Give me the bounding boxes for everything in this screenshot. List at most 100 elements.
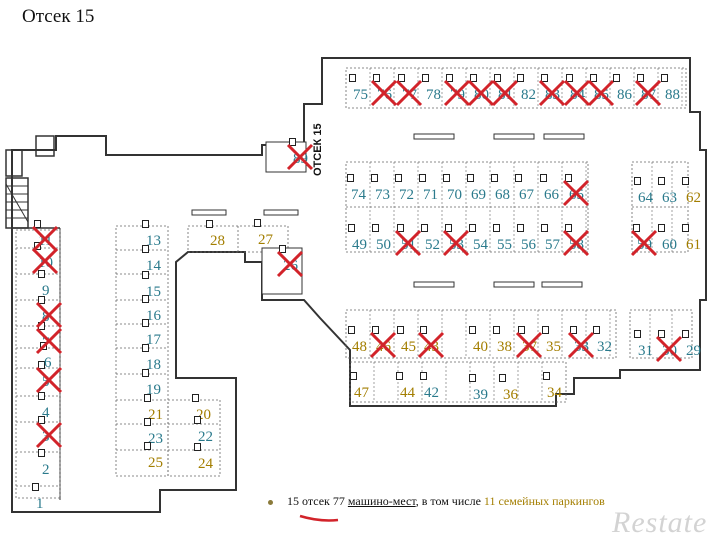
parking-spot-3: 3 [35, 416, 63, 449]
car-marker-icon [565, 224, 572, 232]
parking-spot-60: 60 [658, 224, 677, 253]
car-marker-icon [658, 224, 665, 232]
parking-spot-64: 64 [634, 177, 653, 206]
car-marker-icon [38, 270, 45, 278]
car-marker-icon [38, 296, 45, 304]
car-marker-icon [593, 326, 600, 334]
car-marker-icon [445, 224, 452, 232]
sold-cross-icon [563, 79, 591, 107]
spot-number: 62 [686, 190, 701, 206]
car-marker-icon [658, 330, 665, 338]
parking-spot-68: 68 [491, 174, 510, 203]
car-marker-icon [443, 174, 450, 182]
car-marker-icon [32, 483, 39, 491]
car-marker-icon [541, 74, 548, 82]
car-marker-icon [348, 224, 355, 232]
parking-spot-79: 79 [443, 74, 471, 107]
parking-spot-76: 76 [370, 74, 398, 107]
sold-cross-icon [417, 331, 445, 359]
car-marker-icon [396, 372, 403, 380]
parking-spot-2: 2 [38, 449, 50, 478]
car-marker-icon [470, 74, 477, 82]
spot-number: 18 [146, 357, 161, 373]
car-marker-icon [142, 369, 149, 377]
car-marker-icon [254, 219, 261, 227]
car-marker-icon [347, 174, 354, 182]
parking-spot-10: 10 [31, 242, 59, 275]
sold-cross-icon [394, 229, 422, 257]
parking-spot-32: 32 [593, 326, 612, 355]
sold-cross-icon [491, 79, 519, 107]
spot-number: 74 [351, 187, 366, 203]
spot-number: 32 [597, 339, 612, 355]
spot-number: 66 [544, 187, 559, 203]
car-marker-icon [493, 326, 500, 334]
parking-spot-51: 51 [394, 224, 422, 257]
sold-cross-icon [467, 79, 495, 107]
parking-spot-4: 4 [38, 392, 50, 421]
sold-cross-icon [443, 79, 471, 107]
car-marker-icon [397, 326, 404, 334]
spot-number: 38 [497, 339, 512, 355]
parking-spot-42: 42 [420, 372, 439, 401]
sold-cross-icon [286, 143, 314, 171]
spot-number: 63 [662, 190, 677, 206]
spot-number: 35 [546, 339, 561, 355]
bullet-icon [268, 499, 273, 505]
sold-cross-icon [31, 247, 59, 275]
car-marker-icon [422, 74, 429, 82]
parking-spot-84: 84 [563, 74, 591, 107]
car-marker-icon [494, 74, 501, 82]
parking-spot-18: 18 [142, 344, 161, 373]
car-marker-icon [142, 245, 149, 253]
outer-wall [11, 57, 707, 470]
sold-cross-icon [634, 79, 662, 107]
spot-number: 47 [354, 385, 369, 401]
spot-number: 50 [376, 237, 391, 253]
note-part-2: машино-мест [347, 494, 416, 508]
car-marker-icon [350, 372, 357, 380]
parking-spot-74: 74 [347, 174, 366, 203]
car-marker-icon [192, 394, 199, 402]
spot-number: 17 [146, 332, 161, 348]
sold-cross-icon [515, 331, 543, 359]
parking-spot-9: 9 [38, 270, 50, 299]
spot-number: 88 [665, 87, 680, 103]
watermark-logo: Restate [612, 506, 708, 539]
car-marker-icon [142, 295, 149, 303]
car-marker-icon [38, 361, 45, 369]
parking-spot-23: 23 [144, 418, 163, 447]
parking-spot-15: 15 [142, 271, 161, 300]
car-marker-icon [206, 220, 213, 228]
spot-number: 54 [473, 237, 488, 253]
car-marker-icon [142, 220, 149, 228]
parking-spot-28: 28 [206, 220, 225, 249]
spot-number: 21 [148, 407, 163, 423]
parking-spot-81: 81 [491, 74, 519, 107]
car-marker-icon [565, 174, 572, 182]
spot-number: 15 [146, 284, 161, 300]
parking-spot-67: 67 [515, 174, 534, 203]
spot-number: 9 [42, 283, 50, 299]
spot-number: 68 [495, 187, 510, 203]
parking-spot-8: 8 [35, 296, 63, 329]
car-marker-icon [279, 245, 286, 253]
spot-number: 29 [686, 343, 701, 359]
parking-spot-50: 50 [372, 224, 391, 253]
parking-spot-27: 27 [254, 219, 273, 248]
parking-spot-33: 33 [567, 326, 595, 359]
car-marker-icon [34, 220, 41, 228]
car-marker-icon [144, 442, 151, 450]
spot-number: 36 [503, 387, 518, 403]
car-marker-icon [142, 271, 149, 279]
car-marker-icon [420, 326, 427, 334]
sold-cross-icon [369, 331, 397, 359]
parking-spot-29: 29 [682, 330, 701, 359]
parking-spot-72: 72 [395, 174, 414, 203]
parking-spot-56: 56 [517, 224, 536, 253]
parking-spot-5: 5 [35, 361, 63, 394]
spot-number: 75 [353, 87, 368, 103]
parking-spot-59: 59 [630, 224, 658, 257]
parking-spot-66: 66 [540, 174, 559, 203]
